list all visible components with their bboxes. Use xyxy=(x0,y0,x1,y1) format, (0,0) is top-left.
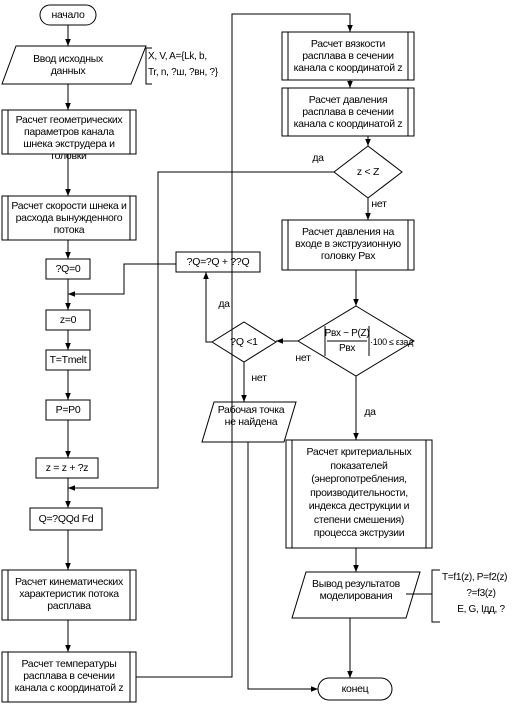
viscosity-box xyxy=(281,31,415,81)
init-p-label: P=P0 xyxy=(55,404,81,416)
pressure-label: Расчет давления расплава в сечении канал… xyxy=(293,94,403,130)
kinematic-label: Расчет кинематических характеристик пото… xyxy=(15,576,123,612)
accuracy-denominator: Pвх xyxy=(338,343,356,354)
qo-update-label: ?Q=?Q + ??Q xyxy=(186,256,250,268)
accuracy-numerator: Pвх − P(Z) xyxy=(324,328,370,339)
inc-z-box xyxy=(35,457,99,479)
input-data-label: Ввод исходных данных xyxy=(33,53,103,77)
criteria-box xyxy=(285,439,433,549)
condz-no-label: нет xyxy=(371,198,387,210)
arrow-condz-yes xyxy=(68,171,334,491)
output-params-line2: ?=f3(z) xyxy=(466,588,496,599)
q-calc-box xyxy=(29,507,103,531)
arrow-temp-viscosity xyxy=(136,13,353,678)
screw-speed-label: Расчет скорости шнека и расхода вынужден… xyxy=(11,200,127,236)
condqo-no-label: нет xyxy=(251,372,267,384)
temperature-label: Расчет температуры расплава в сечении ка… xyxy=(14,658,124,694)
accuracy-yes-label: да xyxy=(364,406,376,418)
accuracy-no-label: нет xyxy=(295,352,311,364)
pressure-box xyxy=(281,87,415,137)
condz-yes-label: да xyxy=(312,152,324,164)
condqo-yes-label: да xyxy=(218,298,230,310)
geom-params-box xyxy=(1,109,137,155)
cond-z-label: z < Z xyxy=(356,166,380,178)
arrow-notfound-end xyxy=(247,442,318,692)
output-label: Вывод результатов моделирования xyxy=(312,578,400,602)
not-found-label: Рабочая точка не найдена xyxy=(217,404,285,428)
init-t-label: T=Tmelt xyxy=(49,354,87,366)
accuracy-threshold: ·100 ≤ εзад xyxy=(370,337,414,347)
not-found-shape xyxy=(201,401,297,443)
input-data-shape xyxy=(1,45,147,85)
output-shape xyxy=(291,571,421,619)
arrow-condqo-yes xyxy=(203,272,212,343)
arrow-qoupdate-z xyxy=(68,263,176,297)
output-params-line3: E, G, Iдд, ? xyxy=(457,604,505,615)
start-label: начало xyxy=(51,9,85,21)
input-params-bracket xyxy=(145,47,152,85)
q-calc-label: Q=?QQd Fd xyxy=(38,513,94,525)
inc-z-label: z = z + ?z xyxy=(45,462,89,474)
geom-params-label: Расчет геометрических параметров канала … xyxy=(15,114,123,162)
init-qo-label: ?Q=0 xyxy=(55,263,81,275)
viscosity-label: Расчет вязкости расплава в сечении канал… xyxy=(293,38,403,74)
input-params-line2: Tr, n, ?ш, ?вн, ?} xyxy=(148,67,218,78)
criteria-label: Расчет критериальных показателей (энерго… xyxy=(306,446,412,539)
screw-speed-box xyxy=(1,195,137,241)
output-params-line1: T=f1(z), P=f2(z) xyxy=(442,572,508,583)
input-params-line1: X, V, A={Lk, b, xyxy=(148,51,207,62)
inlet-pressure-label: Расчет давления на входе в экструзионную… xyxy=(295,226,401,262)
qo-update-box xyxy=(175,251,261,273)
init-z-label: z=0 xyxy=(59,314,77,326)
kinematic-box xyxy=(1,569,137,621)
cond-qo-label: ?Q <1 xyxy=(230,336,258,348)
inlet-pressure-box xyxy=(281,219,415,271)
output-params-bracket xyxy=(431,569,440,623)
end-label: конец xyxy=(341,683,369,695)
